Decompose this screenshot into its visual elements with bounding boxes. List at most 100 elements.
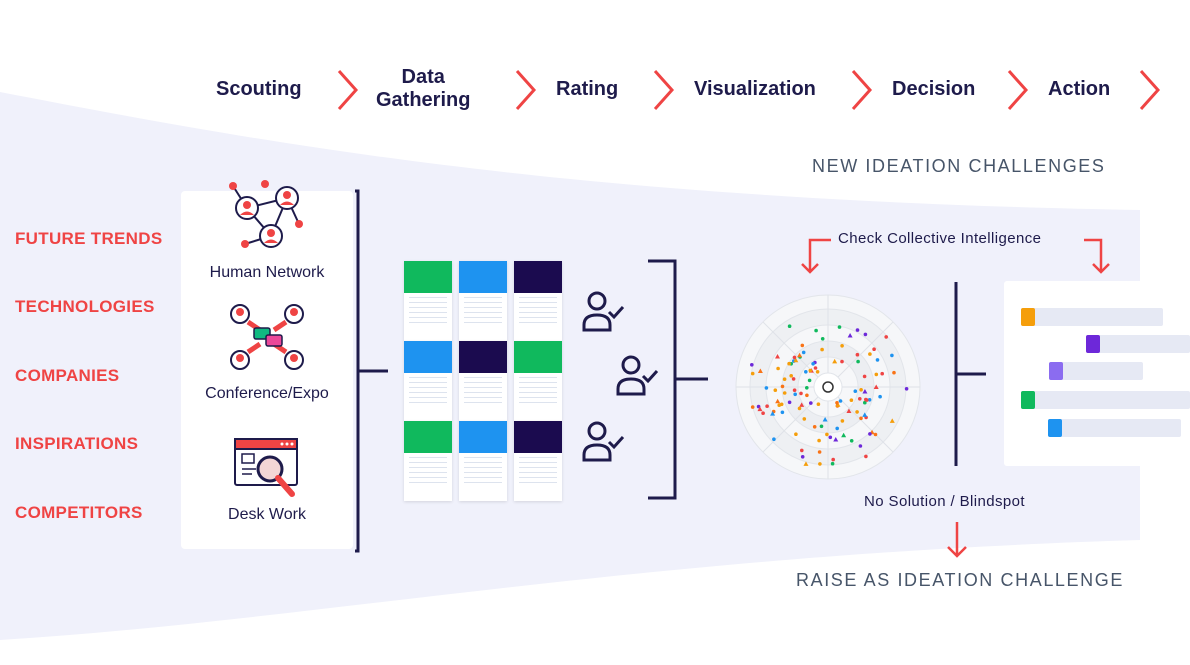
radar-point (775, 398, 781, 404)
people-network-icon (229, 180, 303, 248)
radar-point (802, 417, 807, 421)
card-line (464, 387, 502, 388)
rating-bracket (648, 259, 708, 500)
card-line (409, 472, 447, 473)
card-line (464, 392, 502, 393)
radar-point (799, 402, 805, 407)
radar-point (859, 388, 863, 392)
radar-point (828, 435, 833, 440)
radar-point (819, 424, 824, 429)
radar-point (811, 362, 815, 366)
radar-point (787, 400, 792, 405)
radar-point (750, 363, 754, 367)
radar-point (757, 406, 763, 412)
radar-point (862, 412, 868, 417)
radar-point (797, 352, 803, 358)
card-header (404, 341, 452, 373)
radar-point (770, 411, 776, 416)
radar-point (837, 325, 842, 329)
radar-point (776, 366, 780, 371)
result-bar (1086, 335, 1190, 353)
radar-point (805, 386, 809, 390)
radar-point (787, 324, 792, 328)
card-line (409, 402, 447, 403)
data-card (404, 261, 452, 341)
radar-ring (813, 372, 843, 402)
radar-point (904, 387, 909, 391)
card-line (519, 402, 557, 403)
radar-point (862, 374, 867, 379)
radar-point (862, 388, 868, 394)
category-label: FUTURE TRENDS (15, 229, 163, 248)
radar-point (855, 352, 860, 357)
result-bar (1049, 362, 1143, 380)
card-line (464, 317, 502, 318)
result-bar-marker (1021, 308, 1035, 326)
radar-point (820, 337, 825, 341)
radar-point (757, 368, 763, 373)
radar-point (807, 378, 812, 383)
radar-point (864, 397, 868, 402)
radar-point (761, 411, 765, 415)
radar-point (793, 392, 797, 397)
card-line (519, 462, 557, 463)
radar-point (789, 374, 793, 378)
radar-point (800, 448, 804, 453)
card-line (409, 302, 447, 303)
radar-point (853, 389, 858, 393)
step-label: Action (1048, 78, 1111, 100)
radar-point (773, 388, 778, 392)
radar-point (793, 357, 799, 363)
result-bar-marker (1086, 335, 1100, 353)
card-line (519, 392, 557, 393)
radar-point (818, 462, 822, 466)
result-bar-marker (1021, 391, 1035, 409)
card-header (404, 261, 452, 293)
radar-point (889, 418, 895, 423)
data-card (404, 421, 452, 501)
radar-point (892, 370, 896, 375)
radar-point (859, 416, 863, 421)
radar-point (835, 401, 839, 405)
radar-point (868, 352, 872, 356)
radar-point (858, 444, 863, 448)
chevron-right-icon (515, 69, 537, 111)
conference-chat-icon (230, 304, 304, 370)
radar-spoke (762, 396, 819, 453)
radar-point (813, 366, 818, 370)
radar-point (780, 384, 785, 389)
card-line (464, 472, 502, 473)
radar-point (840, 419, 845, 423)
card-header (459, 261, 507, 293)
radar-point (772, 437, 776, 441)
radar-point (800, 455, 805, 459)
radar-point (835, 426, 839, 431)
card-line (464, 312, 502, 313)
result-bar (1021, 308, 1163, 326)
card-line (409, 392, 447, 393)
card-line (519, 297, 557, 298)
radar-point (782, 391, 787, 395)
data-card (514, 341, 562, 421)
radar-visualization (735, 294, 921, 480)
data-card (459, 261, 507, 341)
radar-point (884, 335, 888, 339)
chevron-right-icon (851, 69, 873, 111)
radar-point (831, 457, 835, 462)
card-line (519, 397, 557, 398)
radar-point (822, 417, 828, 422)
card-line (519, 457, 557, 458)
radar-point (782, 377, 787, 381)
card-line (464, 397, 502, 398)
no-solution-blindspot-label: No Solution / Blindspot (864, 493, 1025, 510)
card-line (464, 377, 502, 378)
card-line (409, 297, 447, 298)
radar-point (765, 404, 769, 408)
radar-point (847, 332, 853, 338)
radar-point (800, 343, 805, 348)
card-line (519, 387, 557, 388)
result-bar-marker (1049, 362, 1063, 380)
radar-point (808, 368, 813, 373)
card-line (409, 307, 447, 308)
new-ideation-challenges-heading: NEW IDEATION CHALLENGES (812, 156, 1106, 176)
